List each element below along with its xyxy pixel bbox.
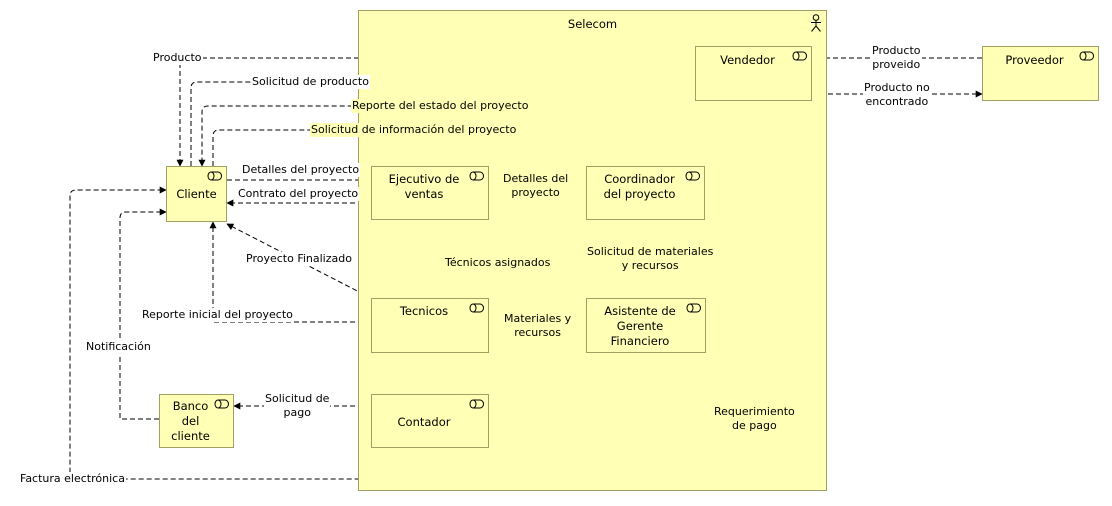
- flow-label-producto-no-encontrado: Producto no encontrado: [863, 81, 931, 109]
- flow-label-reporte-estado: Reporte del estado del proyecto: [351, 99, 530, 113]
- flow-label-producto: Producto: [152, 51, 203, 65]
- node-label: Coordinador del proyecto: [603, 172, 676, 201]
- node-vendedor[interactable]: Vendedor: [695, 46, 812, 101]
- role-icon: [792, 51, 807, 61]
- node-label: Ejecutivo de ventas: [388, 172, 460, 201]
- flow-label-solicitud-materiales: Solicitud de materiales y recursos: [586, 245, 715, 273]
- role-icon: [469, 399, 484, 409]
- flow-reporte-inicial: [209, 221, 371, 323]
- node-cliente[interactable]: Cliente: [166, 166, 227, 222]
- node-label: Proveedor: [1005, 53, 1064, 67]
- role-icon: [207, 171, 222, 181]
- node-label: Banco del cliente: [171, 399, 210, 443]
- flow-label-solicitud-producto: Solicitud de producto: [251, 75, 370, 89]
- flow-label-detalles-coord: Detalles del proyecto: [502, 172, 570, 200]
- node-label: Tecnicos: [399, 304, 449, 318]
- actor-icon: [811, 14, 821, 32]
- node-ejecutivo-ventas[interactable]: Ejecutivo de ventas: [371, 166, 489, 220]
- flow-notificacion: [119, 208, 167, 420]
- flow-label-notificacion: Notificación: [85, 340, 152, 354]
- flow-label-tecnicos-asignados: Técnicos asignados: [444, 256, 552, 270]
- node-banco-cliente[interactable]: Banco del cliente: [159, 394, 234, 448]
- node-tecnicos[interactable]: Tecnicos: [371, 298, 489, 353]
- node-contador[interactable]: Contador: [371, 394, 489, 448]
- flow-label-producto-proveido: Producto proveido: [871, 44, 922, 72]
- flow-label-proyecto-finalizado: Proyecto Finalizado: [245, 252, 353, 266]
- node-proveedor[interactable]: Proveedor: [982, 46, 1099, 101]
- flow-label-factura: Factura electrónica: [19, 472, 126, 486]
- flow-label-solicitud-pago: Solicitud de pago: [264, 392, 331, 420]
- flow-solicitud-info: [212, 129, 614, 167]
- node-label: Asistente de Gerente Financiero: [604, 304, 676, 348]
- role-icon: [1079, 51, 1094, 61]
- node-coordinador-proyecto[interactable]: Coordinador del proyecto: [586, 166, 705, 220]
- role-icon: [686, 303, 701, 313]
- flow-solicitud-producto: [190, 78, 696, 166]
- flow-label-detalles-cliente: Detalles del proyecto: [241, 163, 361, 177]
- flow-label-contrato: Contrato del proyecto: [237, 187, 360, 201]
- node-label: Cliente: [176, 187, 217, 201]
- node-label: Vendedor: [720, 53, 775, 67]
- node-label: Contador: [397, 415, 451, 429]
- role-icon: [469, 171, 484, 181]
- node-asistente-gerente[interactable]: Asistente de Gerente Financiero: [586, 298, 706, 353]
- role-icon: [685, 171, 700, 181]
- group-title: Selecom: [567, 17, 618, 31]
- flow-label-requerimiento-pago: Requerimiento de pago: [713, 405, 796, 433]
- flow-label-materiales: Materiales y recursos: [503, 312, 573, 340]
- flow-label-reporte-inicial: Reporte inicial del proyecto: [141, 308, 294, 322]
- flow-label-solicitud-info: Solicitud de información del proyecto: [310, 123, 518, 137]
- role-icon: [214, 399, 229, 409]
- role-icon: [469, 303, 484, 313]
